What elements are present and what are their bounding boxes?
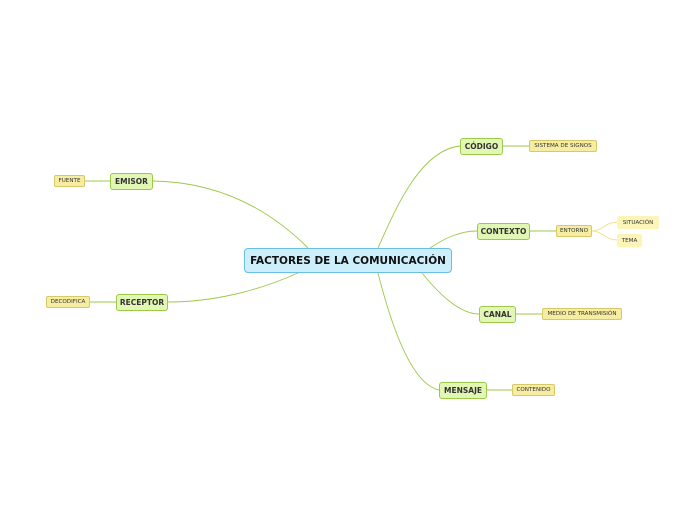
topic-mensaje[interactable]: MENSAJE xyxy=(439,382,487,399)
topic-emisor[interactable]: EMISOR xyxy=(110,173,153,190)
topic-contexto[interactable]: CONTEXTO xyxy=(477,223,530,240)
topic-codigo[interactable]: CÓDIGO xyxy=(460,138,503,155)
connector-central-codigo xyxy=(377,145,461,249)
connector-entorno-tema xyxy=(591,230,618,241)
topic-receptor[interactable]: RECEPTOR xyxy=(116,294,168,311)
connector-central-contexto xyxy=(429,230,478,249)
central-topic[interactable]: FACTORES DE LA COMUNICACIÓN xyxy=(244,248,452,273)
connector-central-emisor xyxy=(152,180,309,249)
leaf-situacion[interactable]: SITUACIÓN xyxy=(617,216,659,229)
subtopic-decodifica[interactable]: DECODIFICA xyxy=(46,296,90,308)
subtopic-fuente[interactable]: FUENTE xyxy=(54,175,85,187)
connector-central-canal xyxy=(421,272,480,315)
leaf-tema[interactable]: TEMA xyxy=(617,234,642,247)
subtopic-sistema-de-signos[interactable]: SISTEMA DE SIGNOS xyxy=(529,140,597,152)
topic-canal[interactable]: CANAL xyxy=(479,306,516,323)
subtopic-contenido[interactable]: CONTENIDO xyxy=(512,384,555,396)
connector-entorno-situacion xyxy=(591,221,618,232)
subtopic-medio-de-transmision[interactable]: MEDIO DE TRANSMISIÓN xyxy=(542,308,622,320)
subtopic-entorno[interactable]: ENTORNO xyxy=(556,225,592,237)
connector-central-receptor xyxy=(167,272,299,303)
connector-central-mensaje xyxy=(377,272,440,391)
